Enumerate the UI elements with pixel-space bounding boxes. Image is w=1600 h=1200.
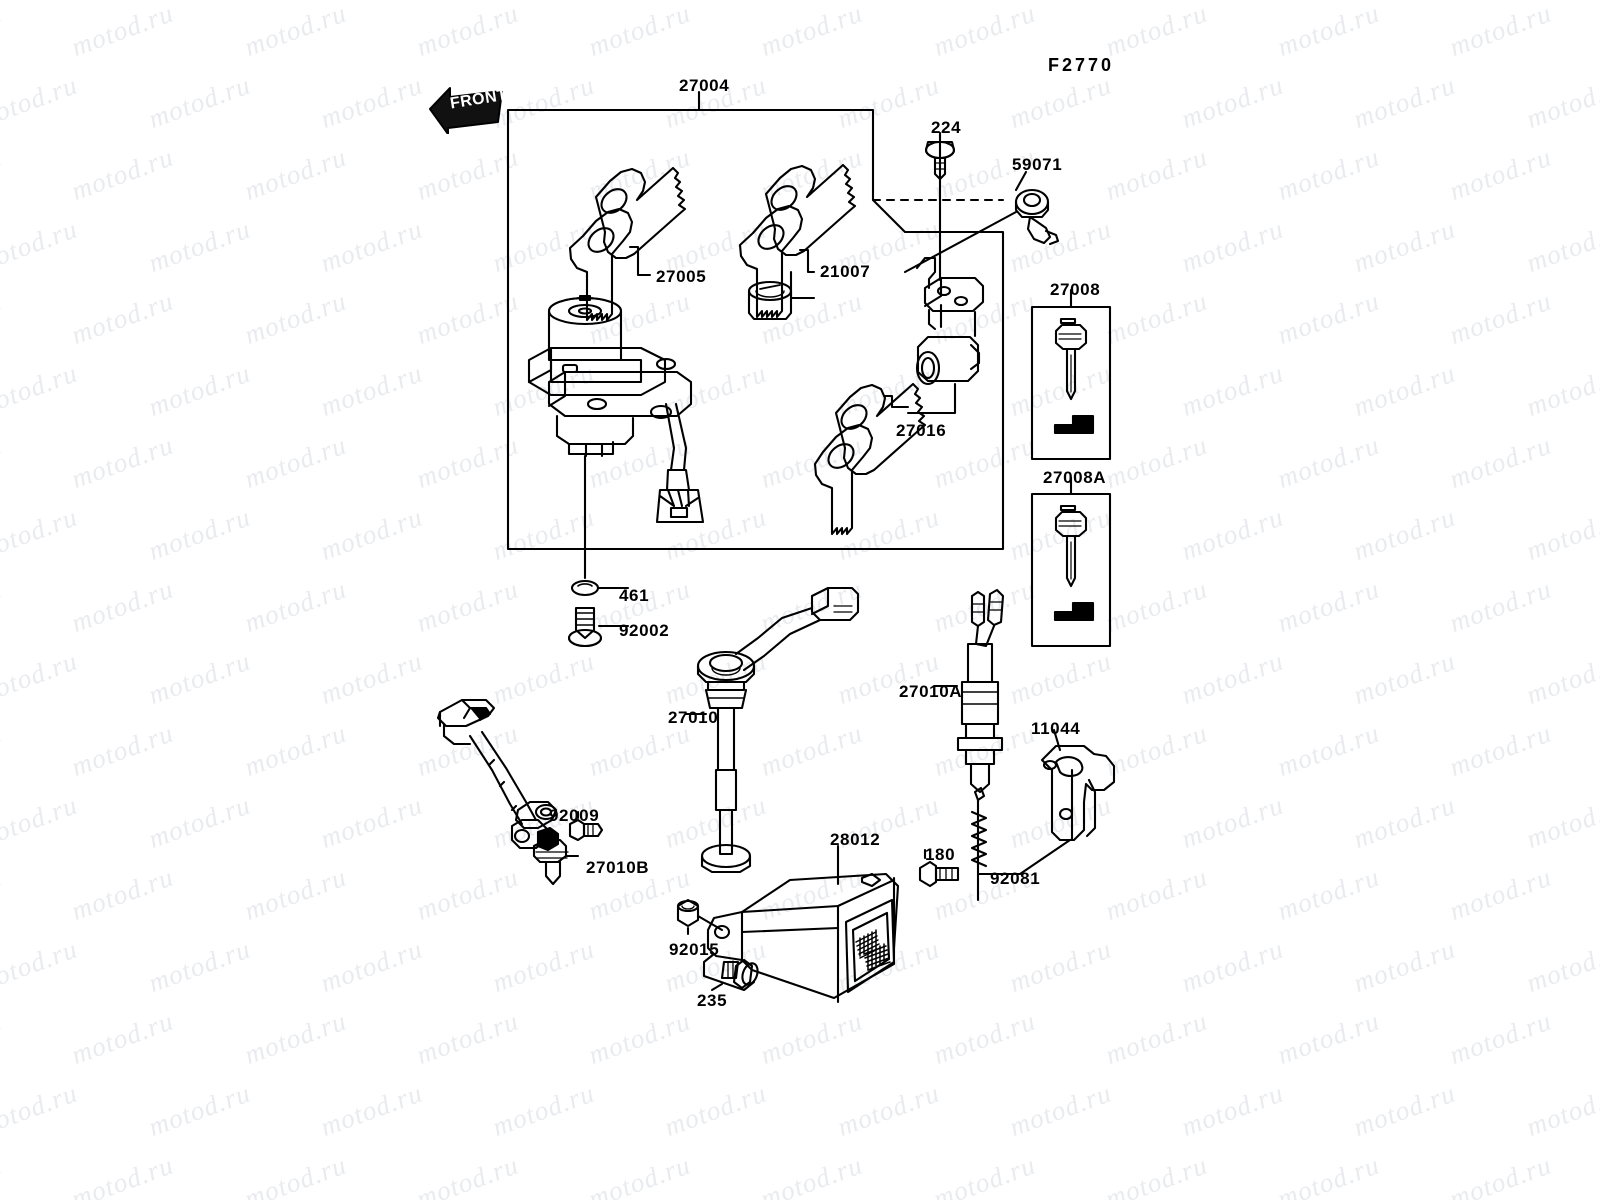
part-label-seat-lock-assembly: 27016 bbox=[896, 421, 947, 440]
horn-28012 bbox=[702, 844, 900, 1004]
sheet-code: F2770 bbox=[1048, 55, 1115, 75]
nut-92015 bbox=[676, 898, 724, 936]
screw-235 bbox=[710, 958, 759, 992]
part-label-bolt-flange: 92002 bbox=[619, 621, 670, 640]
key-pair-21007 bbox=[738, 163, 857, 319]
group-outline-27004 bbox=[506, 90, 1005, 551]
part-label-horn: 28012 bbox=[830, 830, 881, 849]
key-card-27008 bbox=[1030, 288, 1112, 461]
part-label-switch-brake-light-rear: 27010A bbox=[899, 682, 963, 701]
part-label-washer-plain: 461 bbox=[619, 586, 650, 605]
ignition-switch-body bbox=[527, 294, 705, 580]
part-label-steering-lock-cylinder: 21007 bbox=[820, 262, 871, 281]
part-label-screw-pan-head: 224 bbox=[931, 118, 962, 137]
part-label-switch-brake-light-front: 27010 bbox=[668, 708, 719, 727]
part-label-key-blank-card-a: 27008A bbox=[1043, 468, 1107, 487]
part-label-ignition-switch: 27005 bbox=[656, 267, 707, 286]
bracket-11044 bbox=[1018, 728, 1116, 876]
brake-switch-27010A bbox=[932, 588, 1005, 794]
brake-switch-27010 bbox=[684, 586, 860, 874]
key-pair-27005 bbox=[568, 166, 687, 322]
part-label-bolt-hex: 180 bbox=[925, 845, 956, 864]
spring-92081 bbox=[970, 786, 1022, 902]
part-label-spring-return: 92081 bbox=[990, 869, 1041, 888]
part-label-bracket-switch: 11044 bbox=[1031, 719, 1081, 738]
bolt-92002 bbox=[567, 606, 630, 648]
part-label-joint-cable: 59071 bbox=[1012, 155, 1063, 174]
screw-92009 bbox=[568, 810, 604, 842]
lock-cylinder-21007 bbox=[747, 270, 816, 321]
key-pair-27016 bbox=[813, 382, 927, 536]
bolt-180 bbox=[918, 848, 960, 888]
front-direction-marker: FRONT bbox=[428, 82, 509, 139]
neutral-switch-27010B bbox=[436, 698, 580, 886]
part-label-nut-horn: 92015 bbox=[669, 940, 720, 959]
part-label-screw-horn-bracket: 235 bbox=[697, 991, 728, 1010]
joint-59071 bbox=[903, 170, 1060, 274]
washer-461 bbox=[570, 579, 630, 597]
key-card-27008A bbox=[1030, 476, 1112, 648]
part-label-screw-switch-mount: 92009 bbox=[549, 806, 600, 825]
part-label-lock-set-assembly-group: 27004 bbox=[679, 76, 730, 95]
part-label-switch-neutral: 27010B bbox=[586, 858, 650, 877]
screw-224 bbox=[924, 140, 956, 181]
part-label-key-blank-card: 27008 bbox=[1050, 280, 1101, 299]
seat-lock-27016 bbox=[906, 131, 985, 415]
